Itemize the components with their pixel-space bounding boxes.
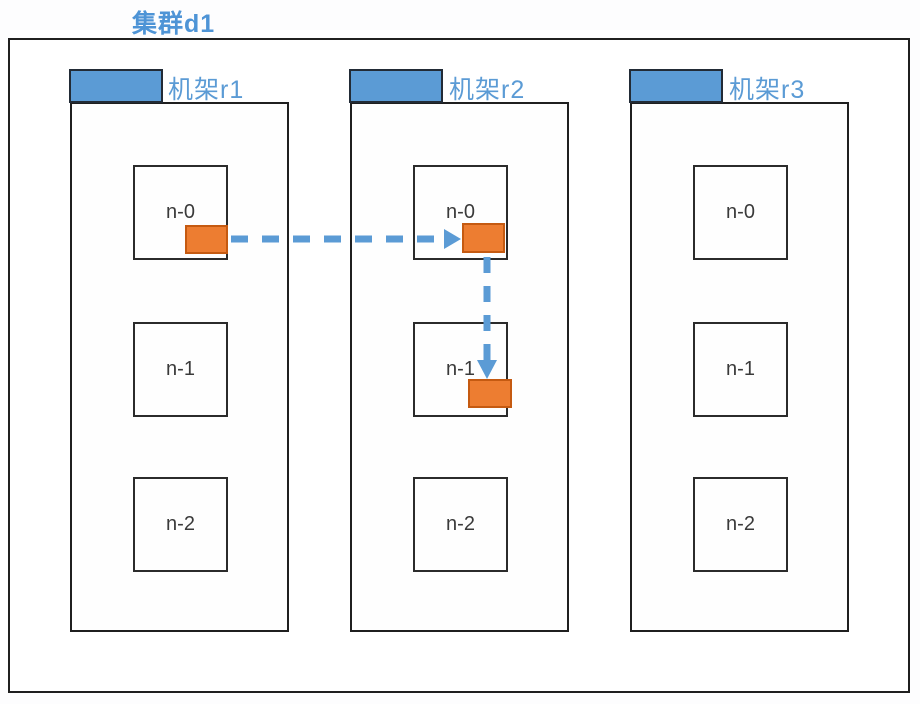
node-r1-n1-label: n-1 (166, 358, 195, 380)
node-r2-n0-label: n-0 (446, 201, 475, 223)
node-r1-n1: n-1 (133, 322, 228, 417)
node-r1-n0: n-0 (133, 165, 228, 260)
node-r1-n0-label: n-0 (166, 201, 195, 223)
node-r2-n1-label: n-1 (446, 358, 475, 380)
rack-r3-label: 机架r3 (729, 76, 806, 104)
node-r3-n2-label: n-2 (726, 513, 755, 535)
rack-r1: n-0 n-1 n-2 (70, 102, 289, 632)
rack-r1-label: 机架r1 (168, 76, 245, 104)
rack-r2-tab (349, 69, 443, 103)
node-r1-n2-label: n-2 (166, 513, 195, 535)
node-r3-n1-label: n-1 (726, 358, 755, 380)
block-replica-r2-n0 (462, 223, 505, 253)
rack-r2-label: 机架r2 (449, 76, 526, 104)
node-r3-n2: n-2 (693, 477, 788, 572)
block-replica-r2-n1 (468, 379, 512, 408)
node-r2-n2: n-2 (413, 477, 508, 572)
node-r3-n0-label: n-0 (726, 201, 755, 223)
cluster-title: 集群d1 (132, 10, 216, 38)
node-r2-n2-label: n-2 (446, 513, 475, 535)
node-r3-n1: n-1 (693, 322, 788, 417)
rack-r2: n-0 n-1 n-2 (350, 102, 569, 632)
node-r1-n2: n-2 (133, 477, 228, 572)
rack-r1-tab (69, 69, 163, 103)
rack-r3-tab (629, 69, 723, 103)
block-replica-r1-n0 (185, 225, 228, 254)
node-r3-n0: n-0 (693, 165, 788, 260)
rack-r3: n-0 n-1 n-2 (630, 102, 849, 632)
